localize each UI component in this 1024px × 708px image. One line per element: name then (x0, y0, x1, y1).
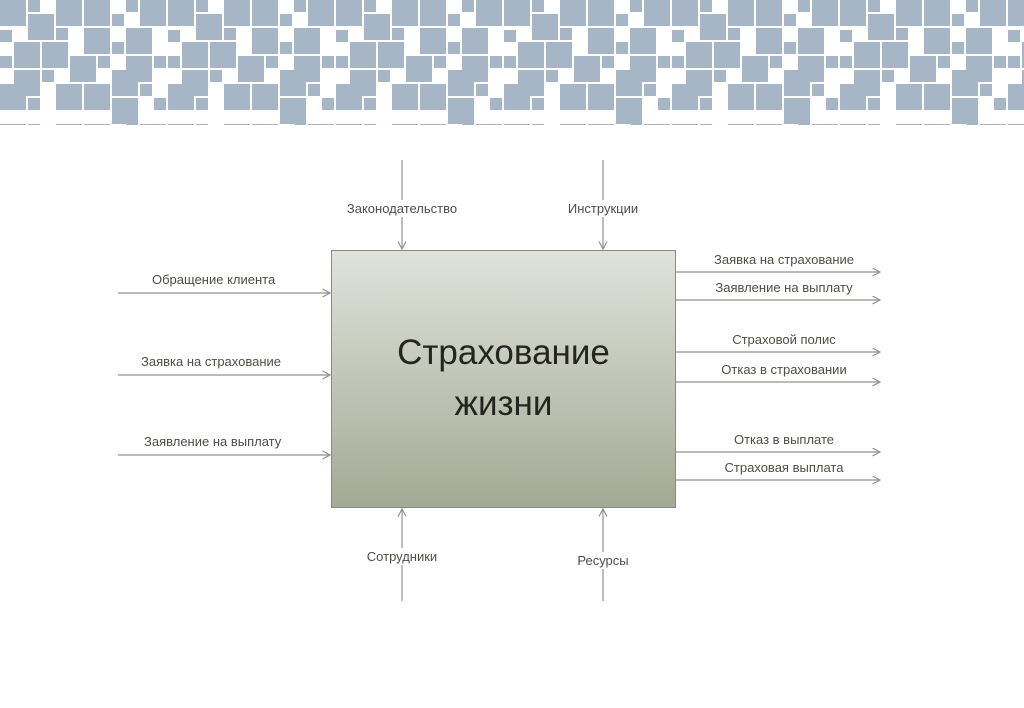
output-label-payment-refusal: Отказ в выплате (684, 431, 884, 448)
output-label-insurance-policy: Страховой полис (684, 331, 884, 348)
mosaic-pattern-graphic (0, 0, 1024, 125)
mechanism-label-resources: Ресурсы (553, 552, 653, 569)
decorative-mosaic-band (0, 0, 1024, 125)
process-box-title: Страхование жизни (397, 333, 610, 423)
input-label-client-request: Обращение клиента (152, 271, 276, 288)
output-label-insurance-refusal: Отказ в страховании (684, 361, 884, 378)
output-label-payment-claim: Заявление на выплату (684, 279, 884, 296)
input-label-payment-claim: Заявление на выплату (144, 433, 282, 450)
output-label-insurance-payment: Страховая выплата (684, 459, 884, 476)
output-label-insurance-application: Заявка на страхование (684, 251, 884, 268)
control-label-legislation: Законодательство (337, 200, 467, 217)
process-box: Страхование жизни (331, 250, 676, 508)
mechanism-label-staff: Сотрудники (347, 548, 457, 565)
input-label-insurance-application: Заявка на страхование (141, 353, 282, 370)
control-label-instructions: Инструкции (553, 200, 653, 217)
